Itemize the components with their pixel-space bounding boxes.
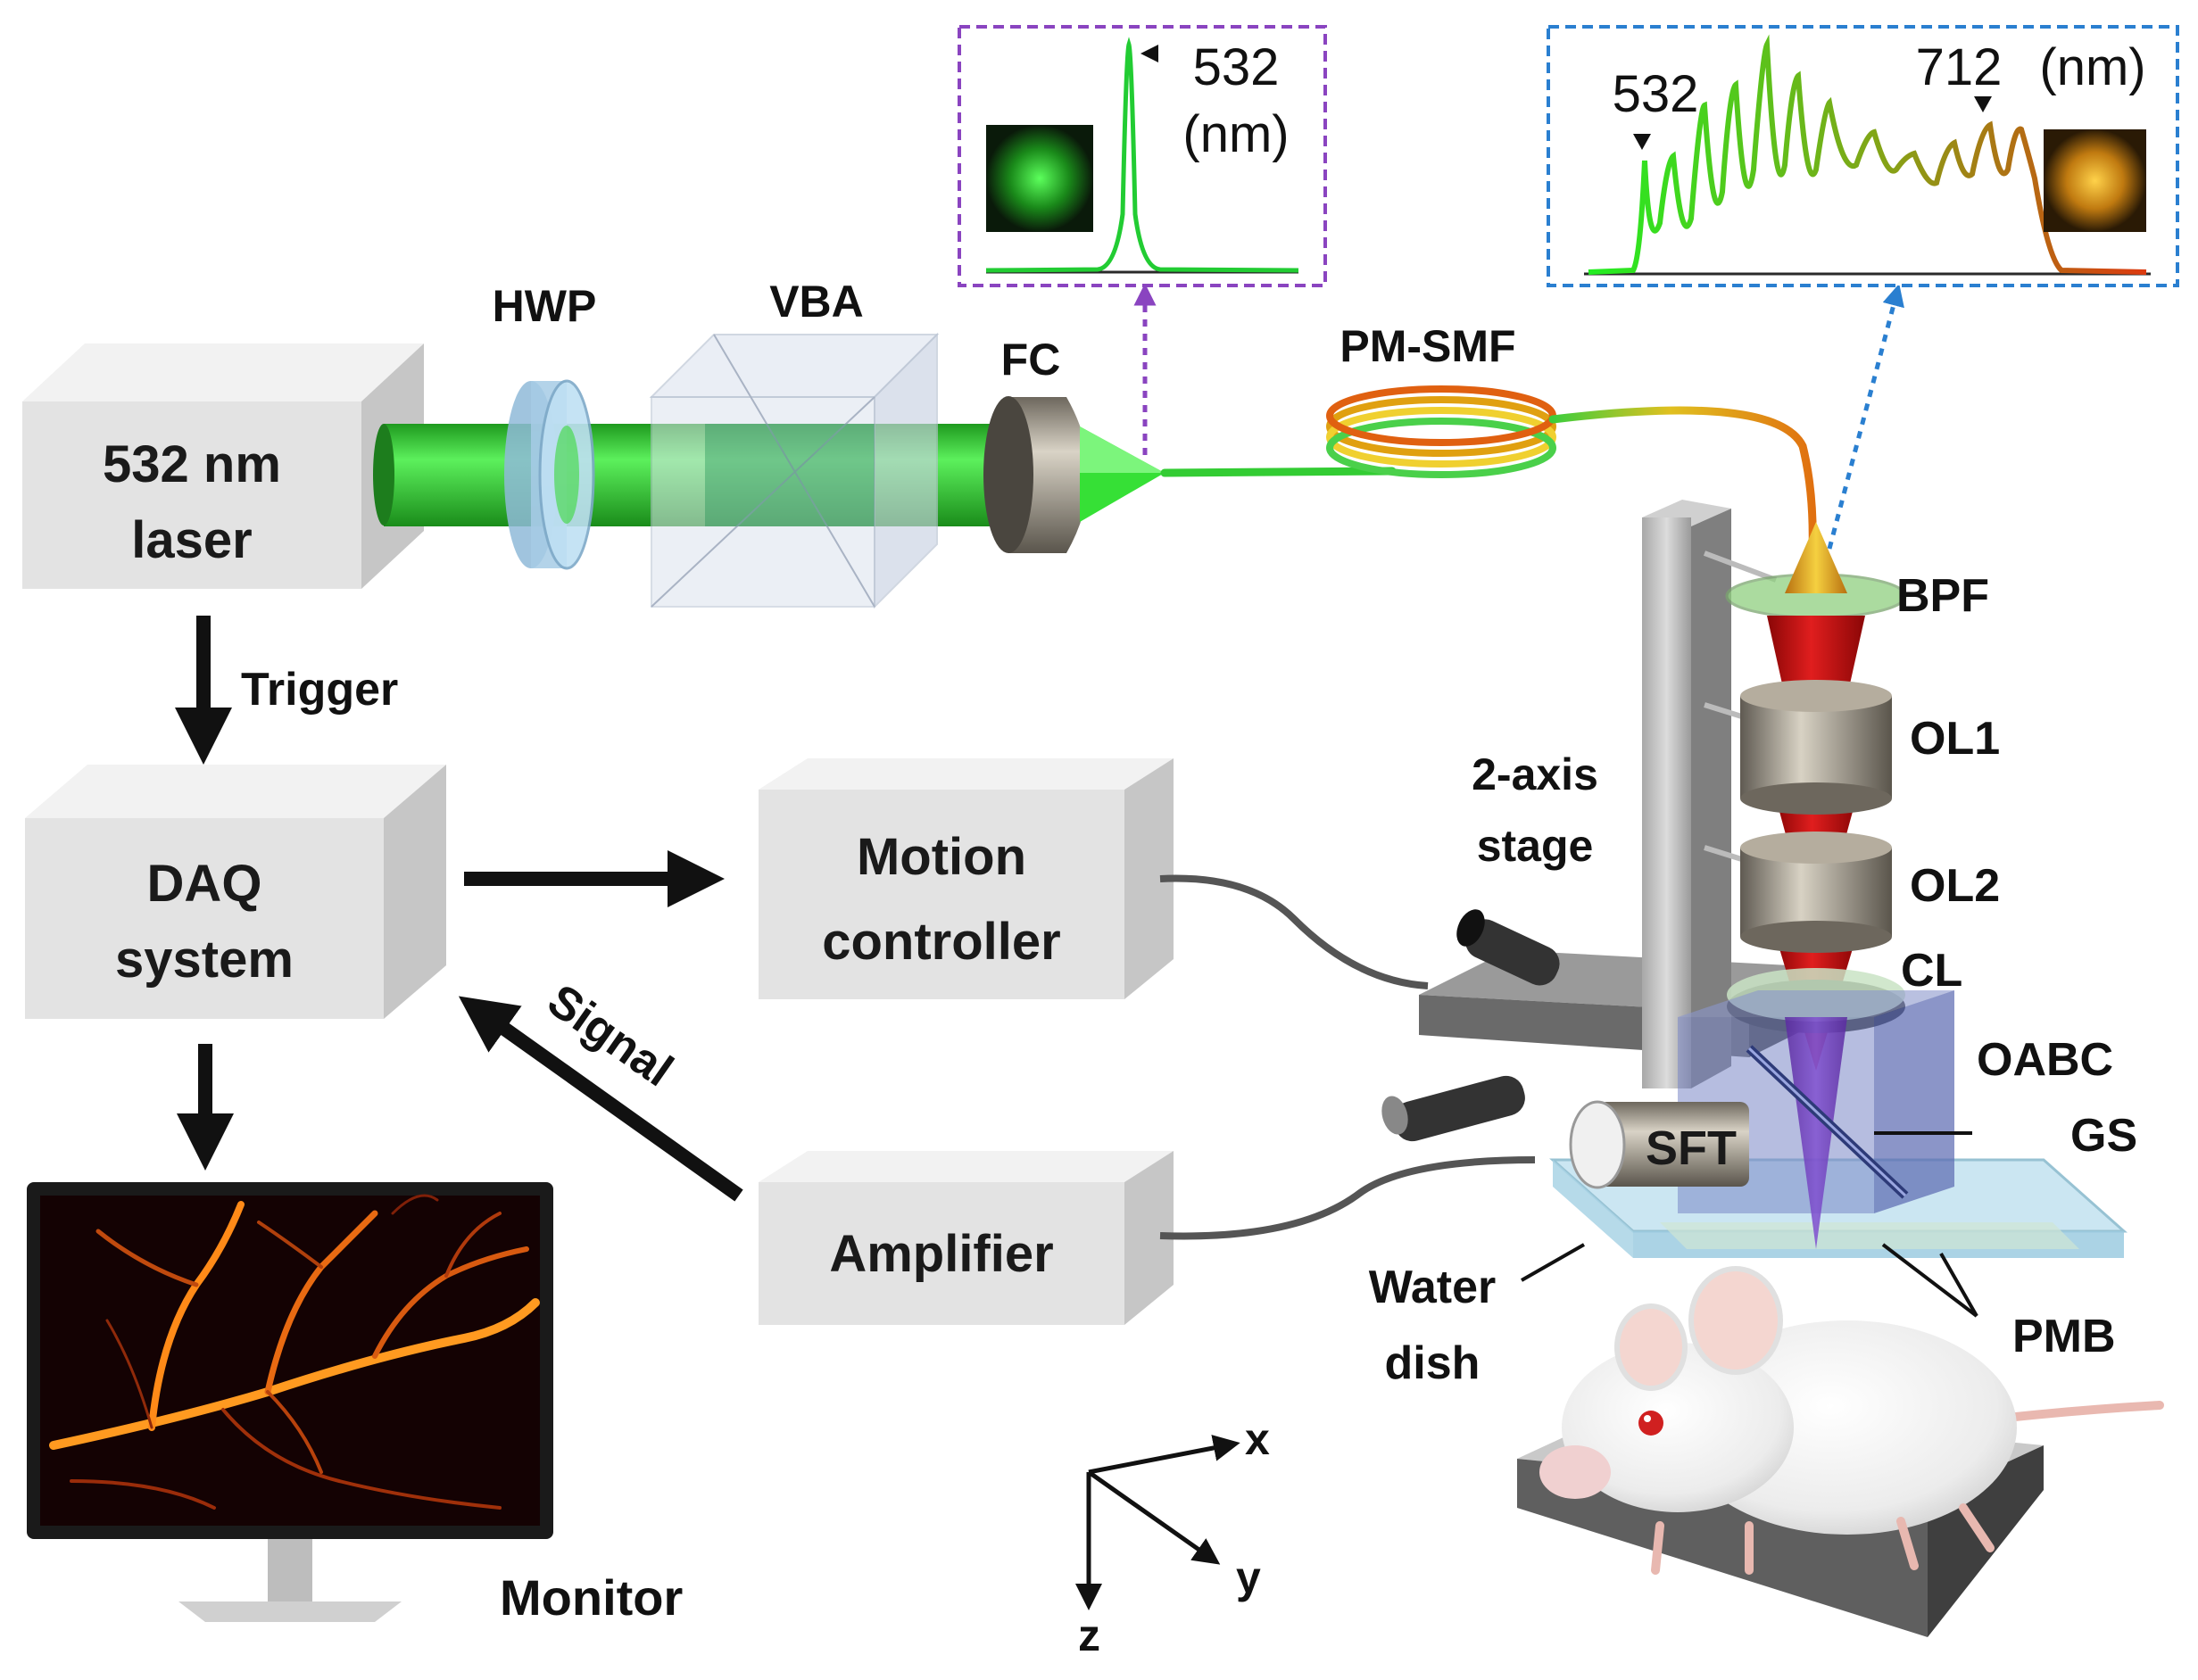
pm-smf-fiber [1160, 385, 1817, 575]
water-label-line2: dish [1385, 1337, 1481, 1389]
stage-label-line1: 2-axis [1472, 749, 1598, 799]
pmb-label: PMB [2012, 1311, 2116, 1362]
axes [1075, 1435, 1240, 1610]
amplifier-cable [1159, 1156, 1536, 1240]
mouse-illustration [1539, 1266, 2164, 1575]
oabc-cube [1678, 990, 1954, 1249]
motion-label-line2: controller [822, 913, 1061, 971]
pmb-pointer-1 [1881, 1243, 1978, 1318]
cl-label: CL [1901, 945, 1962, 997]
motion-controller-box: Motion controller [759, 758, 1174, 999]
inset-right-peak-end: 712 [1916, 38, 2003, 96]
daq-label-line1: DAQ [147, 855, 262, 913]
water-pointer [1521, 1243, 1585, 1282]
oabc-label: OABC [1977, 1034, 2113, 1086]
monitor [27, 1182, 553, 1622]
fiber-coupler [983, 396, 1165, 553]
bpf-label: BPF [1896, 570, 1989, 622]
laser-box: 532 nm laser [22, 343, 424, 589]
signal-arrow [458, 996, 743, 1202]
inset-right-connector [1827, 283, 1904, 550]
stage-label-line2: stage [1477, 821, 1594, 871]
objective-lens-2 [1740, 832, 1892, 953]
inset-left-peak: 532 [1193, 38, 1280, 96]
axis-y-label: y [1236, 1552, 1261, 1602]
orange-beam-profile [2044, 129, 2146, 232]
daq-label-line2: system [115, 931, 294, 989]
fc-label: FC [1001, 335, 1061, 385]
ol2-label: OL2 [1910, 860, 2000, 912]
motion-cable [1159, 874, 1429, 989]
signal-label: Signal [538, 974, 682, 1097]
hwp-label: HWP [493, 281, 597, 331]
motion-label-line1: Motion [857, 828, 1026, 886]
inset-left: 532 (nm) [958, 25, 1327, 287]
laser-label-line1: 532 nm [103, 435, 281, 493]
axis-z-label: z [1078, 1610, 1100, 1660]
trigger-label: Trigger [241, 664, 398, 716]
water-label-line1: Water [1369, 1262, 1497, 1313]
monitor-label: Monitor [500, 1569, 683, 1626]
laser-label-line2: laser [131, 511, 252, 569]
green-beam-profile [986, 125, 1093, 232]
pm-smf-label: PM-SMF [1340, 321, 1515, 371]
fiber-output-cone [1785, 522, 1847, 593]
vba-cube [649, 332, 940, 609]
gs-label: GS [2070, 1110, 2137, 1162]
amplifier-box: Amplifier [759, 1151, 1174, 1325]
daq-box: DAQ system [25, 765, 446, 1019]
sft-transducer: SFT [1569, 1100, 1749, 1189]
hwp-plate [504, 379, 595, 570]
inset-right: 532 712 (nm) [1547, 25, 2179, 287]
axis-x-label: x [1245, 1414, 1270, 1464]
ol1-label: OL1 [1910, 713, 2000, 765]
pmb-pointer-2 [1939, 1253, 1978, 1317]
objective-lens-1 [1740, 680, 1892, 815]
red-beam-upper [1767, 616, 1865, 696]
vessel-image [49, 1194, 540, 1510]
inset-right-peak-start: 532 [1613, 65, 1699, 123]
sft-label: SFT [1646, 1121, 1737, 1175]
vba-label: VBA [769, 277, 864, 327]
amplifier-label: Amplifier [829, 1225, 1053, 1283]
vertical-post [1642, 500, 1778, 1088]
inset-right-unit: (nm) [2039, 38, 2145, 96]
inset-left-unit: (nm) [1182, 105, 1289, 163]
